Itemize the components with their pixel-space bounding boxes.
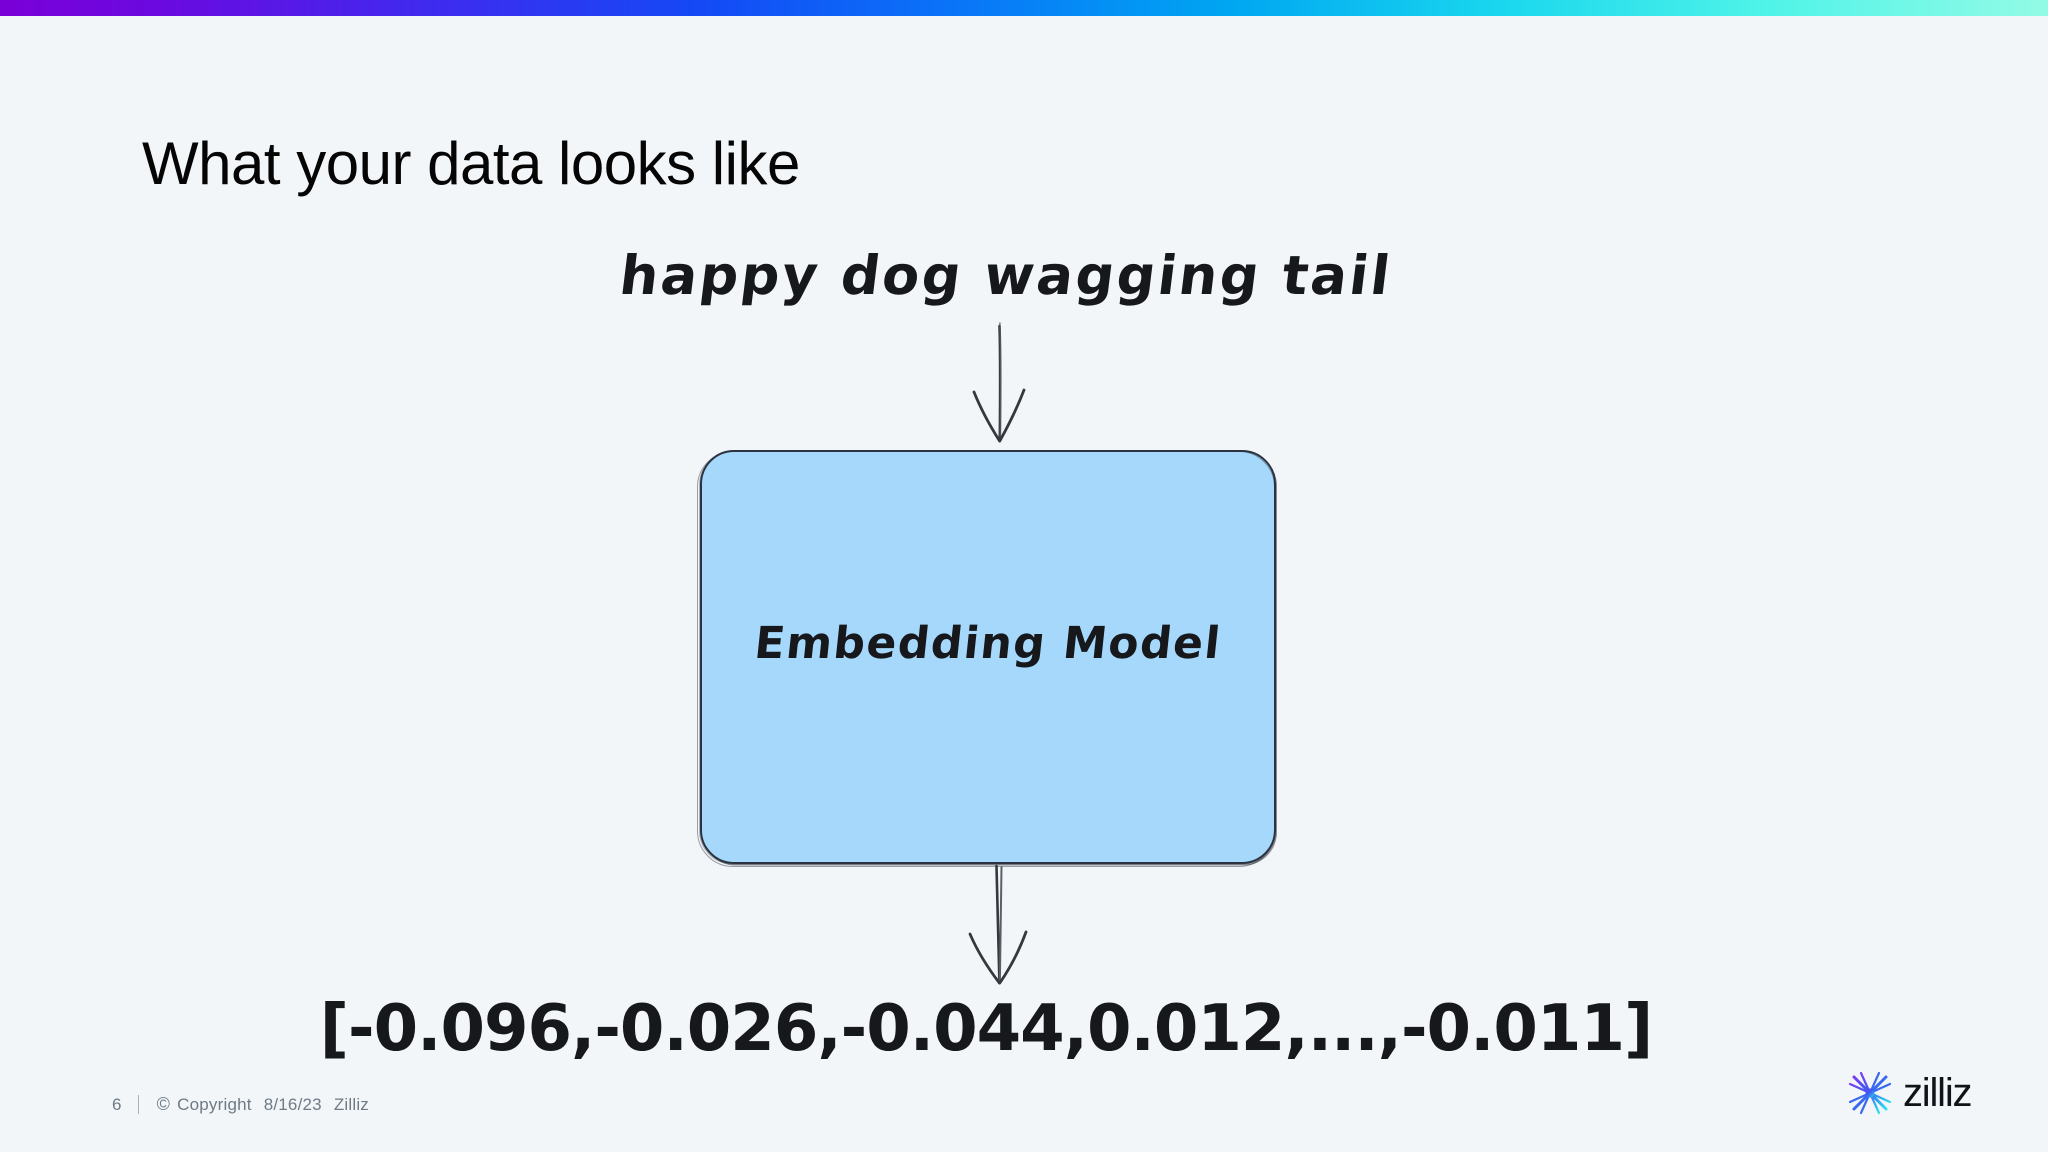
slide-number: 6 (112, 1094, 122, 1114)
copyright-icon: © (156, 1094, 171, 1114)
input-text-annotation: happy dog wagging tail (616, 244, 1396, 307)
slide-footer: 6 © Copyright 8/16/23 Zilliz (112, 1094, 369, 1115)
accent-gradient-bar (0, 0, 2048, 16)
starburst-icon (1846, 1069, 1894, 1117)
brand-logo: zilliz (1845, 1068, 1973, 1118)
brand-wordmark: zilliz (1903, 1071, 1973, 1115)
down-arrow-icon (968, 864, 1028, 985)
footer-divider (137, 1095, 139, 1114)
down-arrow-icon (972, 322, 1026, 443)
copyright-label: Copyright (177, 1094, 252, 1114)
embedding-model-box: Embedding Model (697, 450, 1276, 867)
embedding-model-label: Embedding Model (752, 618, 1224, 669)
output-vector-annotation: [-0.096,-0.026,-0.044,0.012,...,-0.011] (319, 992, 1653, 1066)
copyright-company: Zilliz (333, 1094, 370, 1114)
copyright-date: 8/16/23 (263, 1094, 322, 1114)
page-title: What your data looks like (142, 130, 800, 198)
